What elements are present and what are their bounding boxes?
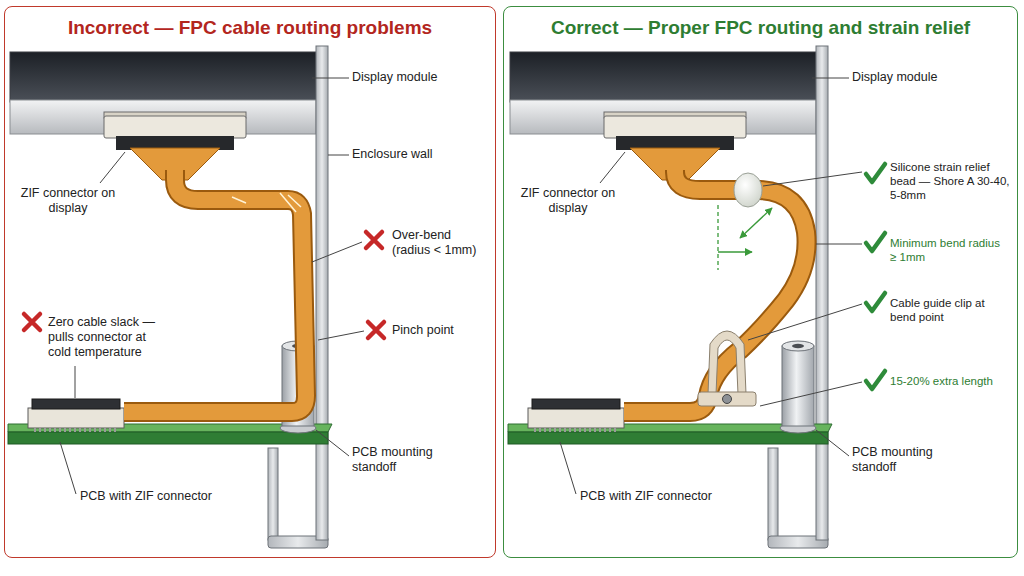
- callout-label: Over-bend (radius < 1mm): [392, 228, 488, 258]
- callout-label: PCB mounting standoff: [352, 445, 452, 475]
- leader-line: [312, 242, 362, 262]
- cable-outline: [124, 170, 306, 412]
- cable: [624, 170, 807, 412]
- panel: Incorrect — FPC cable routing problems: [4, 6, 496, 558]
- leader-line: [760, 382, 862, 406]
- check-mark: [866, 164, 885, 182]
- left-cable: [124, 148, 306, 412]
- right-parts: [508, 46, 832, 548]
- callout-label: 15-20% extra length: [890, 374, 1000, 388]
- cross-mark: [368, 322, 384, 338]
- leader-line: [312, 78, 349, 79]
- callout-label: Pinch point: [392, 323, 488, 338]
- cable-outline: [624, 170, 807, 412]
- check-marks: [866, 164, 885, 389]
- callout-label: Cable guide clip at bend point: [890, 296, 1008, 324]
- strain-relief-bead: [734, 173, 762, 207]
- callout-label: PCB with ZIF connector: [580, 489, 750, 504]
- guide-clip: [708, 331, 746, 394]
- callout-label: ZIF connector on display: [20, 186, 116, 216]
- radius-arrow: [718, 251, 752, 252]
- leader-line: [60, 442, 76, 494]
- callout-label: ZIF connector on display: [520, 186, 616, 216]
- check-mark: [866, 371, 885, 389]
- clip-screw: [723, 395, 732, 404]
- cable: [124, 170, 306, 412]
- radius-arrow: [740, 208, 772, 238]
- leader-line: [812, 78, 849, 79]
- callout-label: PCB with ZIF connector: [80, 489, 250, 504]
- cross-mark: [366, 232, 382, 248]
- leader-line: [816, 430, 849, 456]
- panel-title: Correct — Proper FPC routing and strain …: [504, 7, 1017, 39]
- leader-line: [560, 442, 576, 494]
- callout-label: PCB mounting standoff: [852, 445, 952, 475]
- callout-label: Display module: [352, 70, 482, 85]
- leader-line: [328, 155, 349, 156]
- leader-line: [763, 172, 862, 186]
- cross-mark: [24, 314, 40, 330]
- leader-line: [100, 152, 125, 183]
- leader-line: [600, 152, 625, 183]
- callout-label: Zero cable slack — pulls connector at co…: [48, 315, 170, 360]
- clip-base: [698, 392, 756, 406]
- check-mark: [866, 293, 885, 311]
- panel-title: Incorrect — FPC cable routing problems: [5, 7, 495, 39]
- callout-label: Enclosure wall: [352, 147, 482, 162]
- radius-guide: [717, 205, 718, 270]
- callout-label: Silicone strain relief bead — Shore A 30…: [890, 160, 1014, 202]
- right-cable: [624, 148, 807, 412]
- check-mark: [866, 233, 885, 251]
- leader-line: [316, 430, 349, 456]
- crease-highlight: [232, 193, 301, 212]
- left-parts: [8, 46, 332, 548]
- callout-label: Display module: [852, 70, 992, 85]
- leader-lines: [60, 78, 862, 494]
- panel: Correct — Proper FPC routing and strain …: [503, 6, 1018, 558]
- leader-line: [748, 304, 862, 340]
- leader-line: [816, 244, 862, 245]
- leader-line: [75, 366, 76, 398]
- callout-label: Minimum bend radius ≥ 1mm: [890, 236, 1008, 264]
- leader-line: [318, 331, 364, 340]
